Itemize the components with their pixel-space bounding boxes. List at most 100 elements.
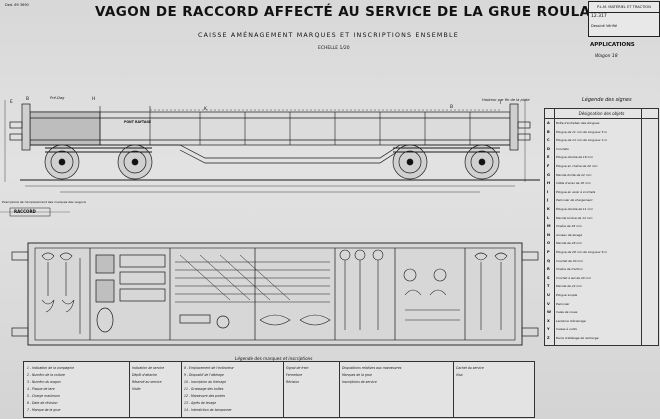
legend-label: Élingue en acier à crochets: [556, 189, 596, 194]
legend-label: Crochets: [556, 146, 569, 151]
right-note: Hauteur par fin de la plate: [482, 98, 530, 102]
bottom-legend-entry: 3 - Numéro du wagon: [27, 380, 61, 384]
bottom-legend-divider: [283, 362, 284, 417]
legend-key: K: [547, 207, 550, 211]
legend-key: J: [547, 198, 549, 203]
bottom-legend-table: 1 - Indication de la compagnie 2 - Numéro…: [23, 361, 535, 418]
legend-key: Q: [547, 258, 551, 263]
legend-key: A: [547, 121, 550, 125]
legend-label: Boîte d'entretien des élingues: [556, 121, 600, 125]
detail-box-text: RACCORD: [14, 209, 36, 214]
legend-label: Câble d'acier de 18 mm: [556, 181, 591, 186]
legend-key: R: [547, 267, 550, 272]
legend-key: N: [547, 232, 551, 237]
legend-label: Élingue en chaîne de 20 mm: [556, 164, 598, 168]
legend-key: B: [547, 129, 550, 134]
bottom-legend-entry: Visite: [132, 387, 141, 391]
bottom-legend-entry: Réservé au service: [132, 380, 162, 384]
title-block-note: Dessiné Vérifié: [591, 24, 617, 28]
corner-note: Ded. 69 3690: [5, 3, 29, 7]
letter-mark-6: I: [500, 100, 501, 106]
bottom-legend-entry: Visa: [456, 373, 463, 377]
legend-key: Y: [547, 327, 550, 332]
legend-header: Désignation des objets: [545, 109, 658, 119]
legend-key: D: [547, 146, 550, 151]
legend-key: L: [547, 215, 550, 220]
bottom-legend-divider: [453, 362, 454, 417]
bottom-legend-entry: Cachet du service: [456, 366, 484, 370]
bottom-legend-entry: 4 - Plaque de tare: [27, 387, 55, 391]
legend-title: Légende des signes: [582, 97, 632, 103]
legend-key: Z: [547, 336, 550, 340]
legend-label: Manille de 26 mm: [556, 241, 582, 246]
legend-label: Manille de 24 mm: [556, 284, 582, 289]
legend-label: Barre d'attelage de rechange: [556, 336, 599, 340]
left-note: Pré-Dag: [50, 96, 65, 100]
title-block-number: 12.317: [591, 14, 607, 19]
legend-label: Palonnier: [556, 301, 570, 306]
bottom-legend-entry: Dispositions relatives aux manœuvres: [342, 366, 402, 370]
legend-key: V: [547, 301, 550, 306]
bottom-legend-entry: 1 - Indication de la compagnie: [27, 366, 74, 370]
bottom-legend-entry: Dépôt d'attache: [132, 373, 157, 377]
legend-label: Élingue de 28 mm de longueur 6 m: [556, 250, 608, 254]
bottom-legend-entry: Marques de la grue: [342, 373, 372, 377]
bottom-legend-entry: Révision: [286, 380, 300, 384]
legend-key: U: [547, 293, 550, 297]
legend-key: W: [547, 310, 551, 315]
legend-key: O: [547, 241, 551, 246]
bottom-legend-entry: 7 - Marque de la grue: [27, 408, 61, 412]
bottom-legend-divider: [181, 362, 182, 417]
bottom-legend-entry: 14 - Interdiction de tamponner: [184, 408, 232, 412]
legend-label: Élingue souple: [556, 293, 578, 297]
legend-key: M: [547, 224, 551, 229]
drawing-subtitle: CAISSE AMÉNAGEMENT MARQUES ET INSCRIPTIO…: [198, 32, 459, 39]
legend-label: Crochet à œil de 20 mm: [556, 275, 592, 280]
bottom-legend-divider: [129, 362, 130, 417]
applications-value: Wagon 18: [595, 54, 618, 59]
legend-label: Élingue double de 11 mm: [556, 207, 594, 211]
legend-label: Élingue de 11 mm de longueur 5 m: [556, 129, 608, 134]
legend-label: Manille droite de 22 mm: [556, 172, 592, 177]
legend-label: Palonnier de chargement: [556, 198, 593, 203]
bottom-legend-entry: Signal de frein: [286, 366, 309, 370]
letter-mark-2: B: [26, 96, 29, 102]
title-block-company: P.L.M. MATÉRIEL ET TRACTION: [589, 2, 659, 13]
legend-label: Manille tordue de 14 mm: [556, 215, 593, 220]
letter-marks: E B H K B I: [10, 96, 501, 112]
legend-key: T: [547, 284, 550, 289]
detail-caption: Exemplaire de l'emplacement des marques …: [2, 200, 87, 204]
legend-label: Crochet de 30 mm: [556, 258, 583, 263]
legend-label: Élingue de 14 mm de longueur 4 m: [556, 138, 608, 143]
bottom-legend-entry: 10 - Inscription du freinage: [184, 380, 226, 384]
bottom-legend-entry: 9 - Dispositif de l'attelage: [184, 373, 224, 377]
legend-key: E: [547, 155, 550, 160]
legend-label: Anneau de levage: [556, 232, 583, 237]
bottom-legend-title: Légende des marques et inscriptions: [235, 356, 313, 361]
legend-key: I: [547, 189, 549, 194]
title-block: P.L.M. MATÉRIEL ET TRACTION 12.317 Dessi…: [588, 1, 660, 37]
legend-key: C: [547, 138, 550, 143]
legend-col-divider: [641, 109, 642, 345]
bottom-legend-entry: 8 - Emplacement de l'extincteur: [184, 366, 234, 370]
bottom-legend-entry: 13 - Agrès de levage: [184, 401, 217, 405]
wagon-plan-view: [11, 242, 539, 346]
legend-key: S: [547, 275, 550, 280]
panel-lettering: PONT RAYTAGE: [124, 120, 152, 124]
letter-mark-3: H: [92, 96, 95, 102]
scale-note: ECHELLE 1/20: [318, 46, 350, 51]
bottom-legend-entry: 2 - Numéro de la voiture: [27, 373, 65, 377]
legend-label: Cales de roues: [556, 310, 578, 315]
legend-key: P: [547, 250, 550, 254]
legend-key: F: [547, 164, 550, 168]
legend-table: Désignation des objets A Boîte d'entretie…: [544, 108, 659, 346]
bottom-legend-entry: Indication de service: [132, 366, 165, 370]
legend-label: Chaîne de 18 mm: [556, 224, 582, 229]
bottom-legend-entry: 11 - Graissage des boîtes: [184, 387, 224, 391]
legend-label: Élingue double de 16 mm: [556, 155, 594, 160]
bottom-legend-entry: 5 - Charge maximum: [27, 394, 60, 398]
bottom-legend-entry: 12 - Manœuvre des portes: [184, 394, 225, 398]
bottom-legend-entry: 6 - Date de révision: [27, 401, 58, 405]
